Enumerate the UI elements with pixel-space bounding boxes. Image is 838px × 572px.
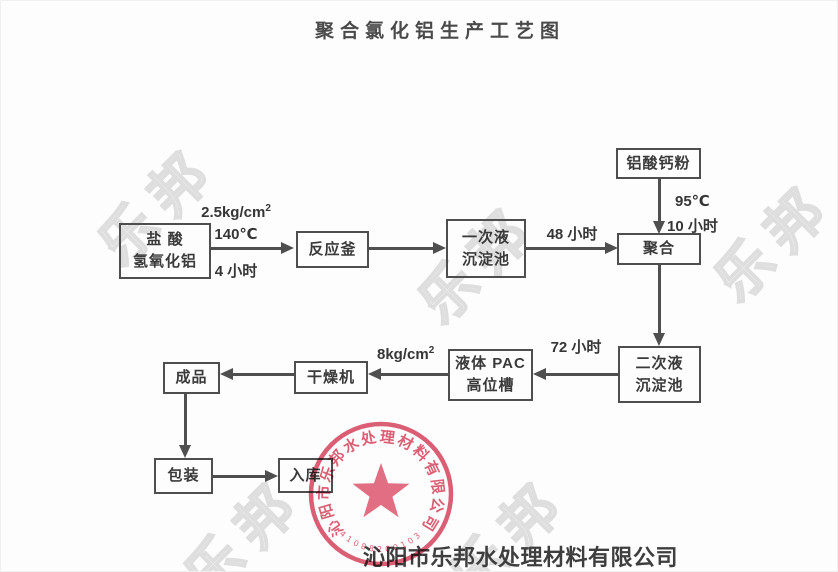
- label-text: 8kg/cm: [377, 346, 429, 363]
- node-calcium-aluminate: 铝酸钙粉: [616, 148, 701, 179]
- node-second-settling-tank: 二次液 沉淀池: [618, 346, 701, 403]
- node-polymerization: 聚合: [617, 233, 701, 265]
- node-label: 聚合: [642, 240, 675, 258]
- node-label: 二次液: [635, 354, 684, 372]
- label-pressure-2: 8kg/cm2: [377, 345, 434, 363]
- company-stamp: 沁阳市乐邦水处理材料有限公司 410882001030: [301, 414, 454, 567]
- arrow-reactor-to-first-head: [433, 242, 446, 254]
- arrow-calcium-to-polymerization-head: [653, 221, 665, 234]
- node-label: 氢氧化铝: [132, 253, 197, 270]
- node-finished-product: 成品: [163, 362, 220, 394]
- arrow-pac-to-dryer-line: [381, 373, 448, 376]
- arrow-second-to-pac-line: [546, 373, 618, 376]
- node-label: 盐 酸: [146, 231, 184, 249]
- node-label: 高位槽: [466, 377, 515, 394]
- node-label: 沉淀池: [461, 250, 510, 268]
- node-label: 干燥机: [306, 368, 355, 386]
- arrow-polymerization-to-second-line: [658, 265, 661, 334]
- label-temperature-1: 140℃: [214, 226, 258, 243]
- label-temperature-2: 95℃: [675, 193, 710, 210]
- arrow-packing-to-warehouse-head: [265, 470, 278, 482]
- arrow-product-to-packing-line: [184, 394, 187, 445]
- node-label: 一次液: [461, 228, 510, 246]
- node-first-settling-tank: 一次液 沉淀池: [446, 219, 526, 278]
- watermark-text: 乐邦: [701, 168, 838, 314]
- arrow-first-to-polymerization-head: [605, 242, 618, 254]
- node-label: 反应釜: [308, 240, 357, 258]
- node-label: 包装: [167, 467, 200, 485]
- arrow-second-to-pac-head: [533, 368, 546, 380]
- label-time-3: 10 小时: [667, 218, 718, 235]
- arrow-raw-to-reactor-head: [281, 242, 294, 254]
- label-time-2: 48 小时: [546, 226, 598, 243]
- stamp-star-icon: [352, 463, 410, 518]
- node-reactor: 反应釜: [296, 231, 369, 268]
- label-time-4: 72 小时: [550, 339, 602, 356]
- arrow-raw-to-reactor-line: [211, 247, 281, 250]
- arrow-reactor-to-first-line: [369, 247, 433, 250]
- arrow-pac-to-dryer-head: [368, 368, 381, 380]
- label-text: 2.5kg/cm: [201, 204, 266, 221]
- node-packing: 包装: [154, 458, 213, 494]
- label-pressure-1: 2.5kg/cm2: [181, 203, 291, 221]
- label-time-1: 4 小时: [214, 263, 258, 280]
- page-title: 聚合氯化铝生产工艺图: [314, 21, 565, 42]
- node-dryer: 干燥机: [294, 361, 368, 394]
- arrow-dryer-to-product-head: [220, 368, 233, 380]
- arrow-polymerization-to-second-head: [653, 333, 665, 346]
- arrow-packing-to-warehouse-line: [213, 475, 265, 478]
- node-label: 沉淀池: [635, 376, 684, 394]
- label-superscript: 2: [428, 345, 435, 356]
- node-label: 成品: [175, 369, 208, 387]
- arrow-calcium-to-polymerization-line: [658, 179, 661, 222]
- node-label: 铝酸钙粉: [626, 154, 691, 172]
- label-superscript: 2: [265, 203, 271, 214]
- node-raw-material: 盐 酸 氢氧化铝: [119, 223, 211, 279]
- node-liquid-pac-tank: 液体 PAC 高位槽: [448, 349, 533, 401]
- arrow-product-to-packing-head: [179, 445, 191, 458]
- stamp-circle: [308, 421, 454, 567]
- node-label: 液体 PAC: [455, 355, 526, 373]
- arrow-first-to-polymerization-line: [526, 247, 605, 250]
- arrow-dryer-to-product-line: [233, 373, 294, 376]
